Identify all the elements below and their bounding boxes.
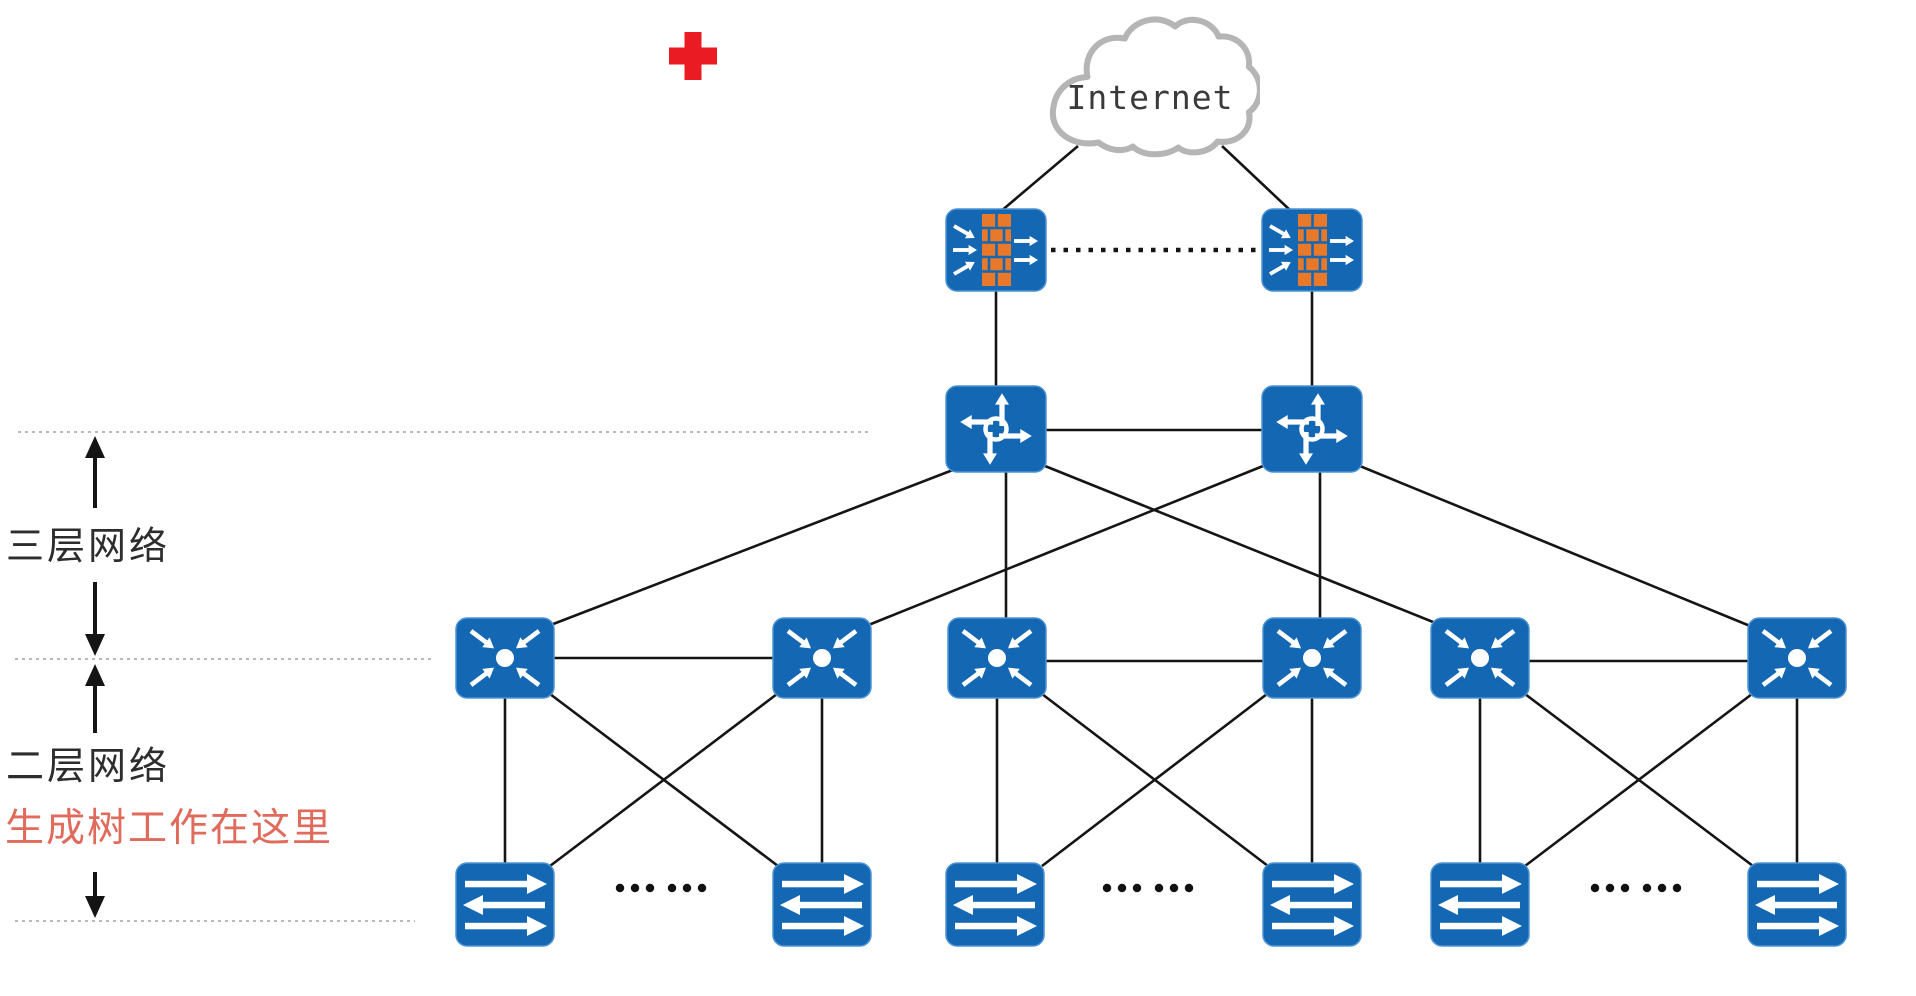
core-router-1: [946, 386, 1046, 472]
access-switch-4: [1262, 862, 1362, 947]
access-switch-2: [772, 862, 872, 947]
link-internet-cloud--firewall-2: [1221, 145, 1293, 213]
core-router-2: [1262, 386, 1362, 472]
link-agg-switch-4--access-switch-3: [1041, 692, 1268, 868]
topology-links: [503, 145, 1799, 868]
layer-range-arrows: [85, 436, 105, 918]
link-core-router-2--agg-switch-2: [865, 462, 1269, 628]
layer-boundary-guides: [15, 431, 868, 922]
access-ellipsis-1: [615, 883, 707, 893]
layer3-range-arrow-down: [85, 582, 105, 656]
layer2-range-arrow-up: [85, 664, 105, 733]
agg-switch-3: [948, 618, 1046, 698]
layer3-network-label: 三层网络: [6, 526, 171, 568]
link-agg-switch-2--access-switch-1: [549, 692, 778, 868]
layer3-range-arrow-up: [85, 436, 105, 508]
link-core-router-2--agg-switch-6: [1354, 462, 1756, 630]
link-internet-cloud--firewall-1: [999, 145, 1079, 213]
topology-nodes: [455, 19, 1847, 947]
agg-switch-1: [456, 618, 554, 698]
link-core-router-1--agg-switch-5: [1039, 462, 1439, 626]
internet-label: Internet: [1066, 78, 1234, 117]
access-ellipsis-3: [1590, 883, 1682, 893]
agg-switch-4: [1263, 618, 1361, 698]
spanning-tree-note-label: 生成树工作在这里: [5, 807, 334, 850]
access-switch-3: [945, 862, 1045, 947]
access-row-ellipses: [615, 883, 1682, 893]
access-switch-5: [1430, 862, 1530, 947]
link-core-router-1--agg-switch-1: [547, 466, 959, 628]
link-agg-switch-6--access-switch-5: [1524, 692, 1753, 868]
access-switch-6: [1747, 862, 1847, 947]
agg-switch-5: [1431, 618, 1529, 698]
access-switch-1: [455, 862, 555, 947]
layer2-range-arrow-down: [85, 872, 105, 918]
access-ellipsis-2: [1102, 883, 1194, 893]
firewall-1: [946, 209, 1046, 291]
firewall-2: [1262, 209, 1362, 291]
red-cross-marker: [669, 32, 717, 80]
agg-switch-6: [1748, 618, 1846, 698]
annotation-marker: [669, 32, 717, 80]
agg-switch-2: [773, 618, 871, 698]
layer2-network-label: 二层网络: [6, 746, 171, 788]
